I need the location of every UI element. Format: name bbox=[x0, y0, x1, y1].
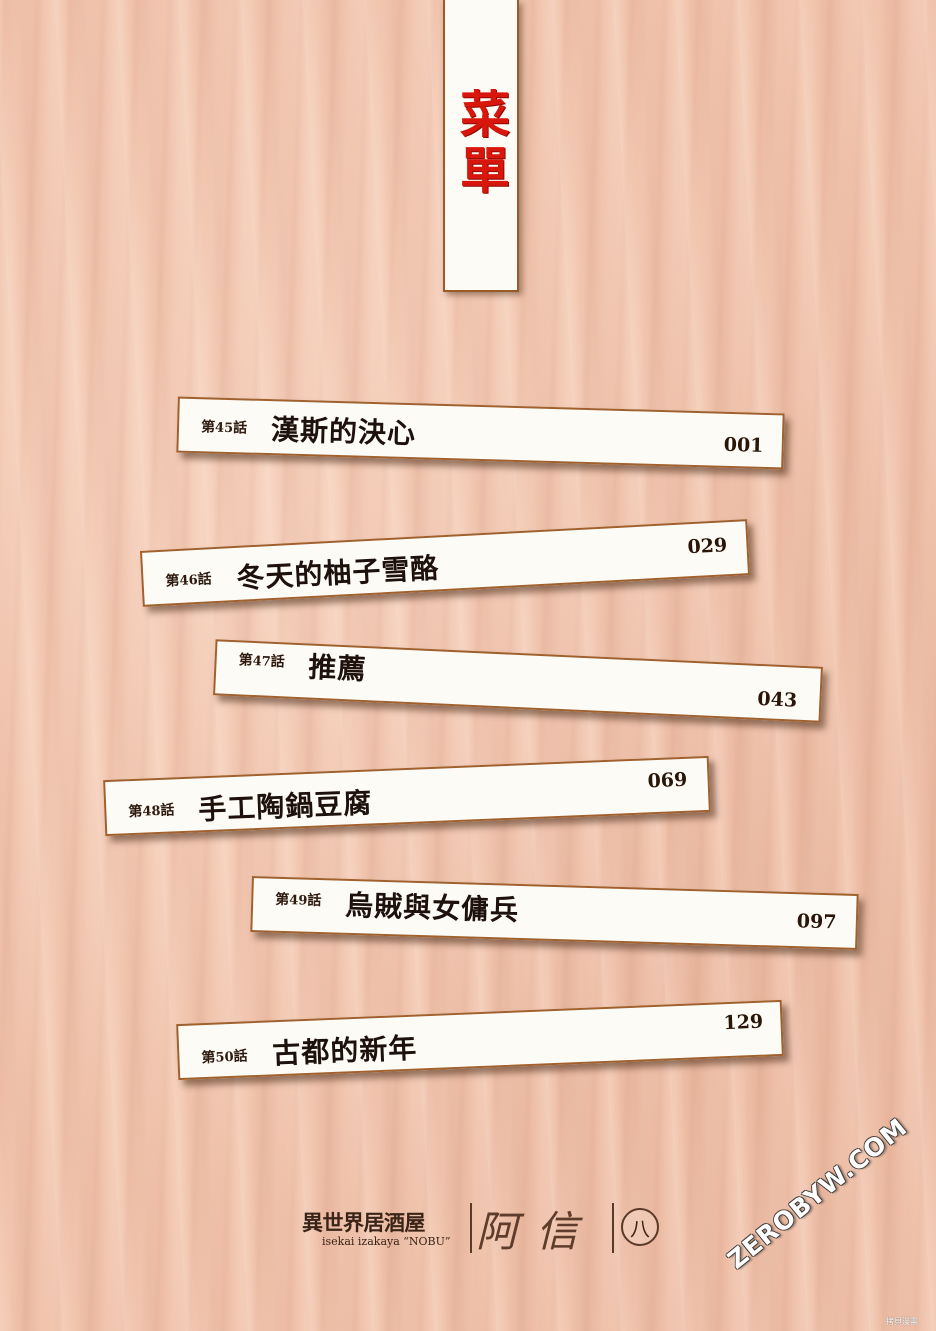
page-number: 129 bbox=[723, 1010, 764, 1035]
credit-text: 拷貝漫畫 bbox=[886, 1317, 918, 1326]
menu-title-tag: 菜單 bbox=[443, 0, 519, 292]
episode-title: 冬天的柚子雪酪 bbox=[235, 551, 441, 595]
episode-title: 手工陶鍋豆腐 bbox=[197, 786, 373, 827]
episode-label: 第45話 bbox=[200, 419, 248, 437]
episode-label: 第49話 bbox=[275, 891, 322, 910]
page-number: 043 bbox=[756, 687, 798, 712]
episode-title: 漢斯的決心 bbox=[270, 413, 417, 451]
series-title-jp: 異世界居酒屋 bbox=[302, 1210, 426, 1235]
episode-title: 烏賊與女傭兵 bbox=[344, 888, 520, 927]
page-number: 029 bbox=[686, 534, 728, 559]
volume-badge: 八 bbox=[621, 1208, 659, 1246]
series-logo-name: 阿信 bbox=[476, 1207, 597, 1256]
episode-title: 古都的新年 bbox=[271, 1031, 418, 1071]
episode-title: 推薦 bbox=[307, 650, 368, 687]
page-number: 001 bbox=[723, 433, 764, 457]
series-title-en: isekai izakaya “NOBU” bbox=[322, 1235, 451, 1248]
episode-label: 第46話 bbox=[165, 571, 213, 590]
page-number: 069 bbox=[647, 768, 688, 793]
episode-label: 第48話 bbox=[128, 802, 175, 821]
episode-label: 第47話 bbox=[238, 652, 286, 671]
page-number: 097 bbox=[796, 910, 837, 934]
logo-bracket bbox=[470, 1203, 614, 1253]
episode-label: 第50話 bbox=[201, 1048, 248, 1067]
page-title: 菜單 bbox=[452, 88, 511, 200]
